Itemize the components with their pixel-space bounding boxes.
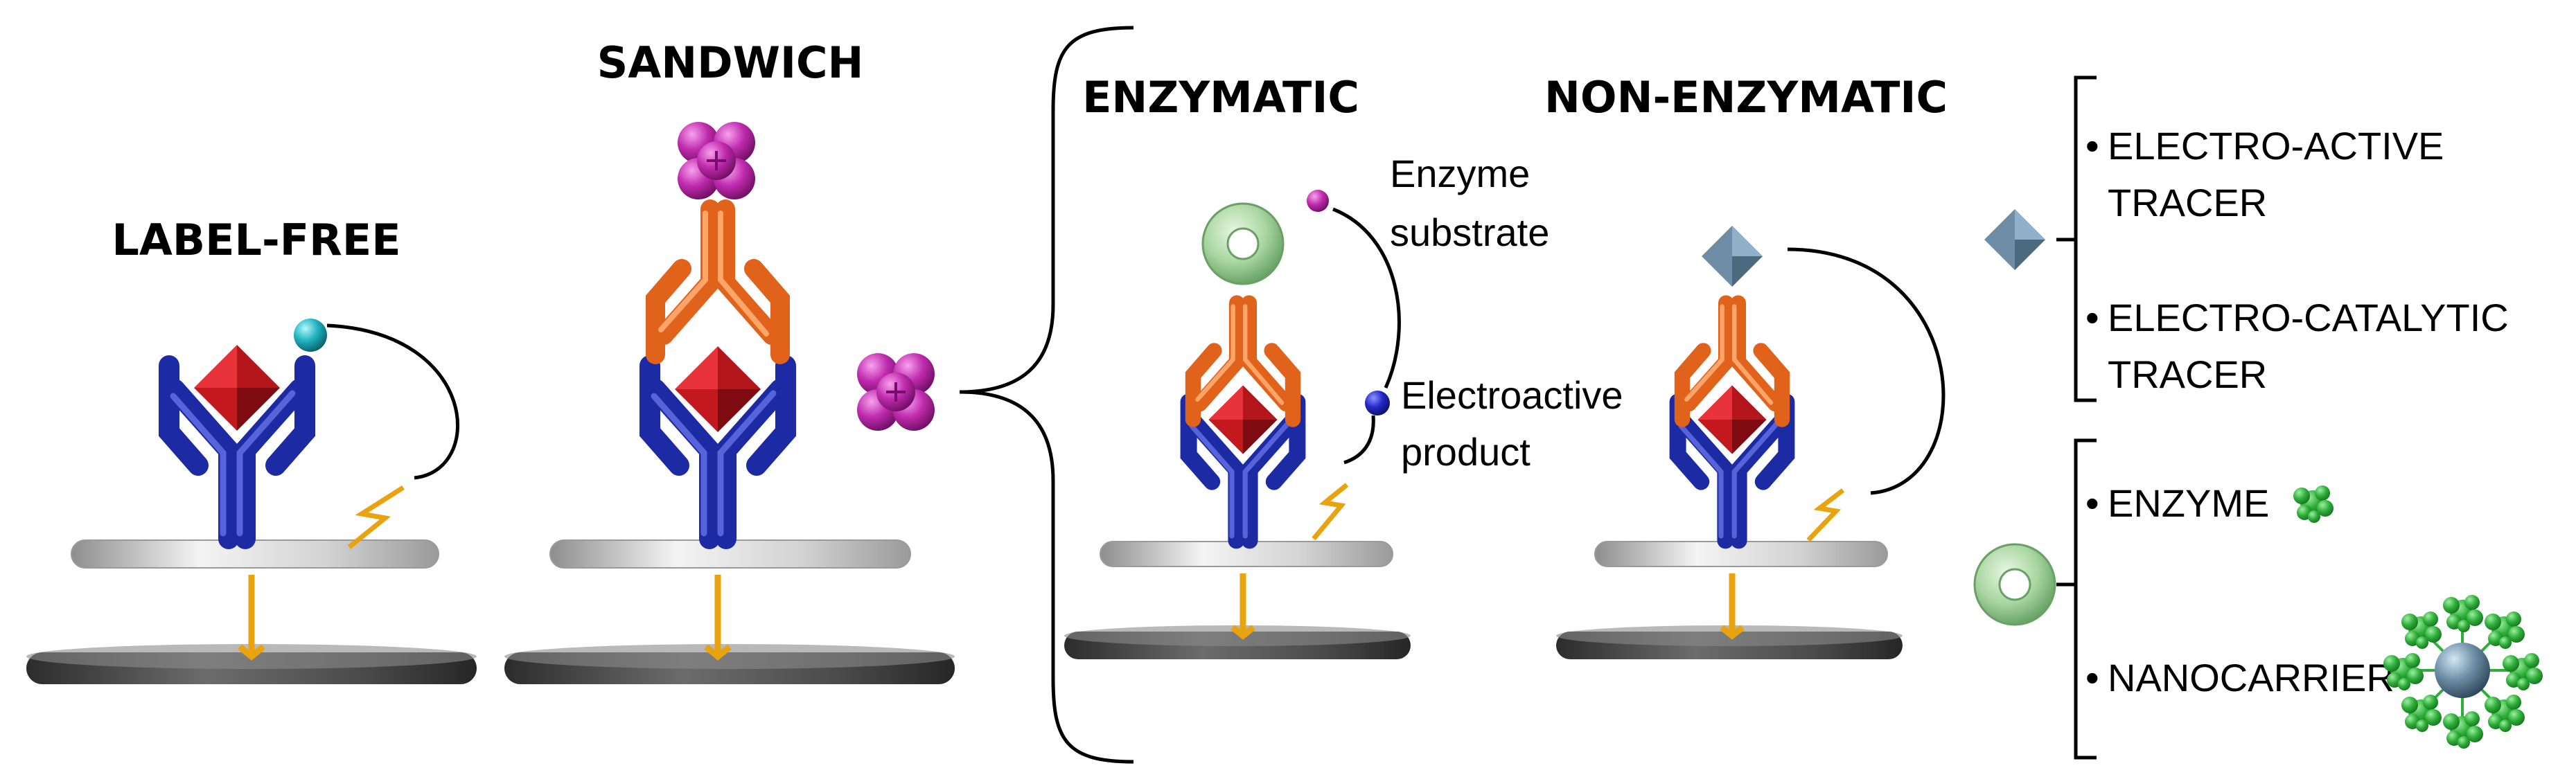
electroactive-product-particle xyxy=(1365,391,1390,416)
bottom-electrode xyxy=(1064,625,1411,659)
bullet: • xyxy=(2085,124,2099,168)
electro-catalytic-tracer-line2: TRACER xyxy=(2108,352,2267,396)
electrode-lead xyxy=(1312,483,1349,541)
bullet: • xyxy=(2085,481,2099,525)
electroactive-product-label-2: product xyxy=(1401,430,1530,474)
label-free-title: LABEL-FREE xyxy=(112,215,400,265)
legend-enzyme-group: • ENZYME • NANOCARRIER xyxy=(1973,438,2543,760)
tracer-icon xyxy=(1984,209,2045,270)
enzyme-substrate-label-1: Enzyme xyxy=(1390,152,1530,195)
sandwich-title: SANDWICH xyxy=(597,37,864,88)
enzyme-ring-icon xyxy=(1973,543,2056,626)
electrode-lead xyxy=(1806,488,1845,542)
enzyme-label-ring xyxy=(1201,202,1285,285)
connector-rod xyxy=(1230,573,1255,640)
enzymatic-title: ENZYMATIC xyxy=(1082,72,1359,123)
nanocarrier-icon xyxy=(2383,595,2543,749)
legend-tracer-group: • ELECTRO-ACTIVE TRACER • ELECTRO-CATALY… xyxy=(1984,75,2509,402)
pink-label-particle xyxy=(676,120,757,201)
enzyme-icon xyxy=(2293,485,2334,523)
enzymatic-panel: ENZYMATIC Enzyme substrate Electroactive… xyxy=(1064,72,1623,659)
non-enzymatic-panel: NON-ENZYMATIC xyxy=(1544,72,1948,659)
tracer-label xyxy=(1702,226,1763,287)
pink-label-particle-free xyxy=(856,352,936,432)
circuit-wire xyxy=(1332,207,1401,465)
non-enzymatic-title: NON-ENZYMATIC xyxy=(1544,72,1948,123)
sandwich-panel: SANDWICH xyxy=(504,37,955,684)
electrode-lead xyxy=(347,485,405,549)
circuit-wire xyxy=(326,323,460,480)
enzyme-substrate-particle xyxy=(1307,190,1329,212)
legend-bracket-top xyxy=(2056,75,2097,402)
electroactive-product-label-1: Electroactive xyxy=(1401,373,1623,417)
electro-catalytic-tracer-line1: ELECTRO-CATALYTIC xyxy=(2108,296,2509,339)
legend-bracket-bottom xyxy=(2056,438,2097,760)
circuit-wire xyxy=(1787,247,1946,495)
top-electrode xyxy=(71,539,439,569)
label-free-panel: LABEL-FREE xyxy=(26,215,477,684)
electro-active-tracer-line1: ELECTRO-ACTIVE xyxy=(2108,124,2444,168)
large-bracket xyxy=(959,26,1134,764)
electro-active-tracer-line2: TRACER xyxy=(2108,181,2267,224)
bullet: • xyxy=(2085,296,2099,339)
enzyme-label: ENZYME xyxy=(2108,481,2269,525)
connector-rod xyxy=(1720,573,1745,640)
detection-antibody xyxy=(655,209,780,355)
connector-rod xyxy=(704,575,732,661)
nanocarrier-label: NANOCARRIER xyxy=(2108,656,2394,699)
connector-rod xyxy=(238,575,265,661)
enzyme-substrate-label-2: substrate xyxy=(1390,211,1549,254)
bottom-electrode xyxy=(504,644,955,684)
bullet: • xyxy=(2085,656,2099,699)
redox-probe xyxy=(294,319,327,352)
